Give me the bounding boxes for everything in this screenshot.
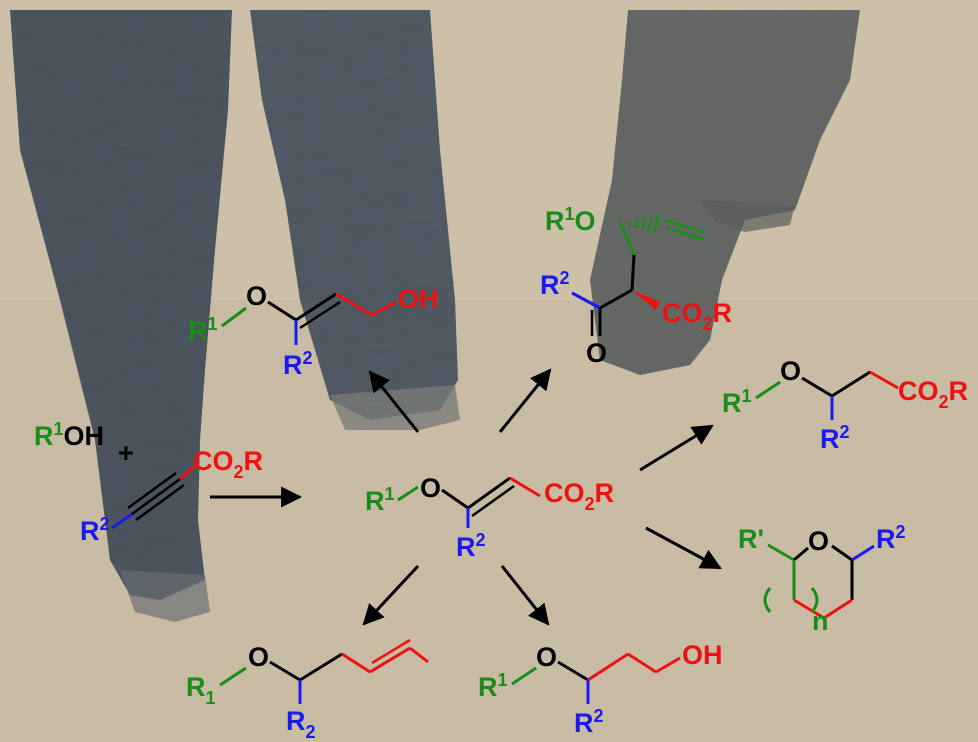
reactant-alkyne: CO2R R2 — [80, 446, 263, 546]
svg-text:O: O — [420, 473, 441, 503]
svg-text:R2: R2 — [283, 348, 313, 380]
svg-text:R1OH: R1OH — [34, 419, 104, 451]
svg-text:R2: R2 — [286, 706, 316, 742]
svg-text:R1: R1 — [365, 484, 395, 516]
svg-text:R1: R1 — [188, 314, 218, 346]
svg-text:O: O — [248, 642, 269, 672]
product-ester: R1 O CO2R R2 — [722, 356, 968, 454]
svg-text:R2: R2 — [820, 422, 850, 454]
arrow-to-allyl — [362, 564, 420, 626]
plus-sign: + — [118, 438, 134, 468]
svg-text:R1: R1 — [478, 670, 508, 702]
svg-text:O: O — [586, 338, 607, 368]
svg-text:CO2R: CO2R — [898, 376, 968, 412]
svg-text:CO2R: CO2R — [193, 446, 263, 482]
svg-text:R2: R2 — [540, 268, 570, 300]
central-structure: R1 O CO2R R2 — [365, 473, 614, 562]
arrow-to-ring — [645, 526, 722, 570]
svg-text:R2: R2 — [80, 514, 110, 546]
product-allyl: R1 O R2 — [186, 638, 429, 742]
arrow-to-ester — [639, 424, 714, 472]
svg-text:R1: R1 — [186, 672, 216, 708]
product-allyl-alcohol: R1 O OH R2 — [188, 281, 439, 380]
svg-text:R1O: R1O — [545, 204, 596, 236]
reactant-alcohol: R1OH — [34, 419, 104, 451]
product-ring: R' O R2 n — [738, 522, 906, 636]
svg-text:O: O — [536, 642, 557, 672]
svg-text:O: O — [246, 281, 267, 311]
product-claisen: R1O CO2R R2 O — [540, 204, 732, 368]
arrow-to-diol — [500, 565, 550, 626]
svg-text:n: n — [812, 606, 829, 636]
product-diol: R1 O OH R2 — [478, 640, 723, 738]
svg-text:O: O — [808, 526, 829, 556]
svg-text:R1: R1 — [722, 386, 752, 418]
svg-text:R2: R2 — [574, 706, 604, 738]
svg-text:O: O — [780, 356, 801, 386]
arrow-to-claisen — [498, 368, 552, 433]
arrow-to-allyl-alcohol — [368, 370, 420, 433]
svg-text:CO2R: CO2R — [544, 478, 614, 514]
svg-text:OH: OH — [682, 640, 723, 670]
svg-text:R2: R2 — [456, 530, 486, 562]
svg-text:R': R' — [738, 524, 764, 554]
svg-text:OH: OH — [398, 284, 439, 314]
svg-text:CO2R: CO2R — [662, 298, 732, 334]
svg-text:R2: R2 — [876, 522, 906, 554]
